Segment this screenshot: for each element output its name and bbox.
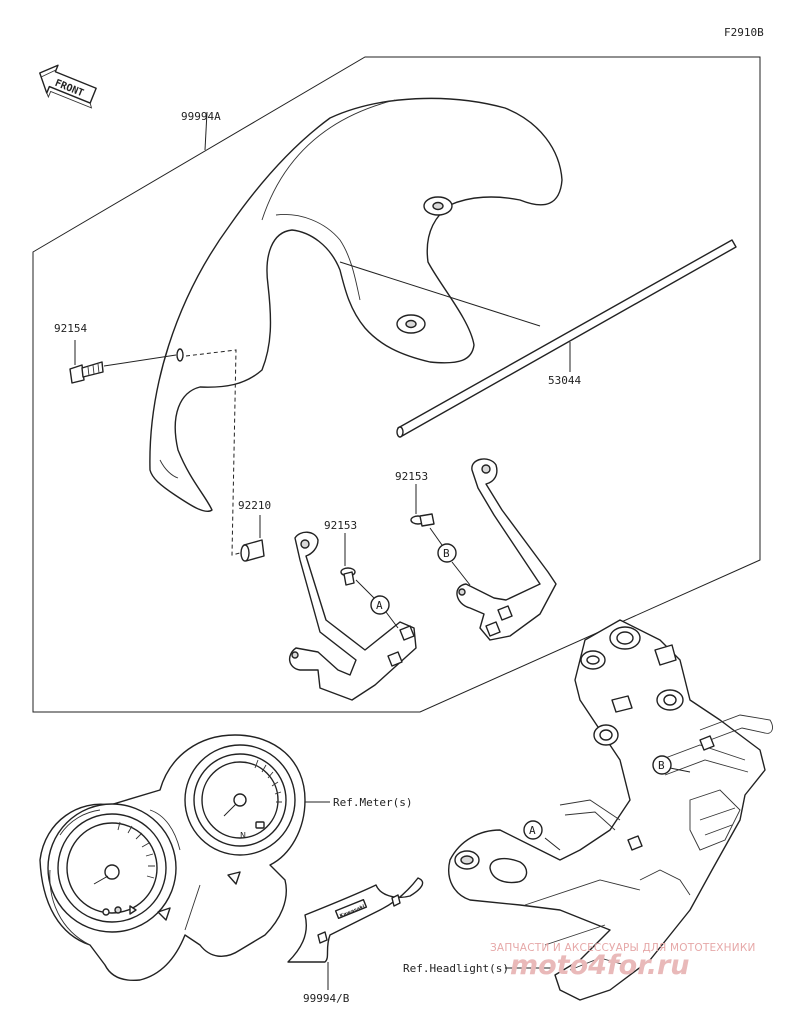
- watermark-site: moto4for.ru: [510, 950, 689, 981]
- screw-a: [340, 567, 356, 586]
- spacer: [240, 539, 265, 562]
- label-bolt: 92154: [54, 322, 87, 335]
- windshield: [149, 97, 563, 512]
- ref-headlight: Ref.Headlight(s): [403, 962, 509, 975]
- rod: [396, 239, 737, 438]
- watermark-caption: ЗАПЧАСТИ И АКСЕССУАРЫ ДЛЯ МОТОТЕХНИКИ: [490, 942, 756, 954]
- diagram-code: F2910B: [724, 26, 764, 39]
- label-screw-b: 92153: [395, 470, 428, 483]
- label-rod: 53044: [548, 374, 581, 387]
- screw-b: [410, 513, 435, 527]
- kit-boundary: [32, 56, 761, 713]
- marker-d: B: [658, 759, 665, 772]
- label-spacer: 92210: [238, 499, 271, 512]
- meter-neutral-mark: N: [240, 831, 246, 840]
- emblem: Kawasaki: [287, 877, 424, 963]
- label-windshield: 99994A: [181, 110, 221, 123]
- front-arrow-icon: FRONT: [39, 64, 97, 109]
- label-emblem: 99994/B: [303, 992, 350, 1005]
- ref-meter: Ref.Meter(s): [333, 796, 412, 809]
- marker-a: A: [376, 599, 383, 612]
- bracket-a: [289, 531, 417, 701]
- bolt: [69, 361, 104, 384]
- meter-cluster: N: [39, 734, 306, 982]
- label-screw-a: 92153: [324, 519, 357, 532]
- headlight-stay: [448, 619, 773, 1001]
- bracket-b: [456, 458, 557, 641]
- marker-b: B: [443, 547, 450, 560]
- marker-c: A: [529, 824, 536, 837]
